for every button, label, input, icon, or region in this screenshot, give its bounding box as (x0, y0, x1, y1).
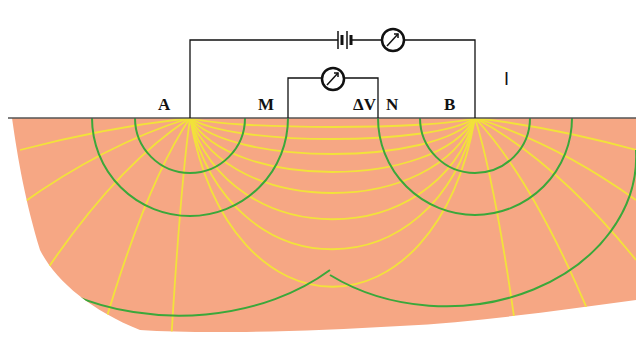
ammeter-symbol (382, 29, 404, 51)
current-label: I (504, 70, 509, 88)
equipotential-lines (0, 118, 636, 316)
battery-symbol (338, 31, 351, 49)
current-lines (20, 118, 636, 347)
electrode-label: M (258, 96, 274, 113)
voltage-label: ΔV (353, 96, 376, 113)
ground (12, 118, 636, 332)
voltmeter-symbol (322, 68, 344, 90)
electrode-label: A (158, 96, 170, 113)
electrode-label: B (444, 96, 455, 113)
current-circuit (190, 40, 475, 118)
ground-surface (8, 117, 636, 119)
electrode-label: N (386, 96, 398, 113)
